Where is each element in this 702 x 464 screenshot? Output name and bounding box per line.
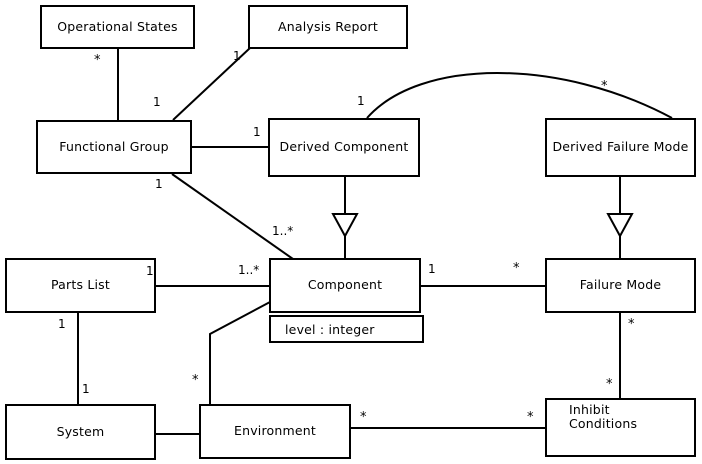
- multiplicity-component-failuremode-near-failuremode: *: [513, 261, 520, 276]
- multiplicity-partslist-right: 1: [146, 264, 154, 278]
- class-box-inhibit-conditions[interactable]: Inhibit Conditions: [545, 398, 696, 457]
- class-box-failure-mode[interactable]: Failure Mode: [545, 258, 696, 313]
- multiplicity-partslist-system-bottom: 1: [82, 382, 90, 396]
- class-name-functional-group: Functional Group: [59, 138, 169, 154]
- multiplicity-failuremode-inhibit-top: *: [628, 317, 635, 332]
- multiplicity-environment-inhibit-near-inhibit: *: [527, 410, 534, 425]
- class-name-system: System: [56, 423, 105, 439]
- edge-component-environment: [209, 301, 271, 404]
- class-name-inhibit-conditions-line2: Conditions: [569, 416, 638, 432]
- multiplicity-fg-to-derivedcomponent-near-dc: 1: [253, 125, 261, 139]
- multiplicity-failuremode-inhibit-bottom: *: [606, 377, 613, 392]
- class-name-derived-failure-mode: Derived Failure Mode: [552, 139, 689, 155]
- class-box-component[interactable]: Component: [269, 258, 421, 313]
- edge-functionalgroup-component: [171, 173, 294, 260]
- class-name-parts-list: Parts List: [50, 277, 110, 293]
- multiplicity-arc-near-derivedcomponent: 1: [357, 94, 365, 108]
- multiplicity-opstates-fg-near-fg: 1: [153, 95, 161, 109]
- multiplicity-fg-to-component-near-fg: 1: [155, 177, 163, 191]
- multiplicity-arc-near-derivedfailuremode: *: [601, 79, 608, 94]
- class-attribute-compartment-component: level : integer: [269, 315, 424, 343]
- multiplicity-environment-inhibit-near-environment: *: [360, 410, 367, 425]
- class-box-environment[interactable]: Environment: [199, 404, 351, 459]
- multiplicity-partslist-to-component-near-component: 1..*: [238, 263, 260, 277]
- class-name-inhibit-conditions: Inhibit Conditions: [547, 400, 694, 455]
- multiplicity-analysisreport-near-ar: 1: [233, 49, 241, 63]
- class-box-analysis-report[interactable]: Analysis Report: [248, 5, 408, 49]
- class-box-system[interactable]: System: [5, 404, 156, 460]
- class-box-functional-group[interactable]: Functional Group: [36, 120, 192, 174]
- multiplicity-fg-to-component-near-component: 1..*: [272, 224, 294, 238]
- class-box-derived-component[interactable]: Derived Component: [268, 118, 420, 177]
- class-attribute-component-level: level : integer: [285, 321, 375, 337]
- class-name-derived-component: Derived Component: [279, 139, 409, 155]
- multiplicity-opstates-fg-near-opstates: *: [94, 53, 101, 68]
- class-name-operational-states: Operational States: [57, 18, 178, 34]
- class-name-environment: Environment: [233, 423, 317, 439]
- class-name-inhibit-conditions-line1: Inhibit: [569, 402, 610, 417]
- generalization-arrowhead-component: [331, 213, 359, 239]
- class-name-analysis-report: Analysis Report: [278, 18, 378, 34]
- edge-derivedcomponent-derivedfailuremode-arc: [366, 72, 673, 119]
- class-box-parts-list[interactable]: Parts List: [5, 258, 156, 313]
- class-name-failure-mode: Failure Mode: [579, 277, 662, 293]
- class-box-derived-failure-mode[interactable]: Derived Failure Mode: [545, 118, 696, 177]
- multiplicity-component-failuremode-near-component: 1: [428, 262, 436, 276]
- class-name-component: Component: [307, 277, 383, 293]
- multiplicity-partslist-system-top: 1: [58, 317, 66, 331]
- multiplicity-component-environment-near-environment: *: [192, 373, 199, 388]
- edge-analysisreport-functionalgroup: [172, 47, 251, 121]
- class-box-operational-states[interactable]: Operational States: [40, 5, 195, 49]
- generalization-arrowhead-failuremode: [606, 213, 634, 239]
